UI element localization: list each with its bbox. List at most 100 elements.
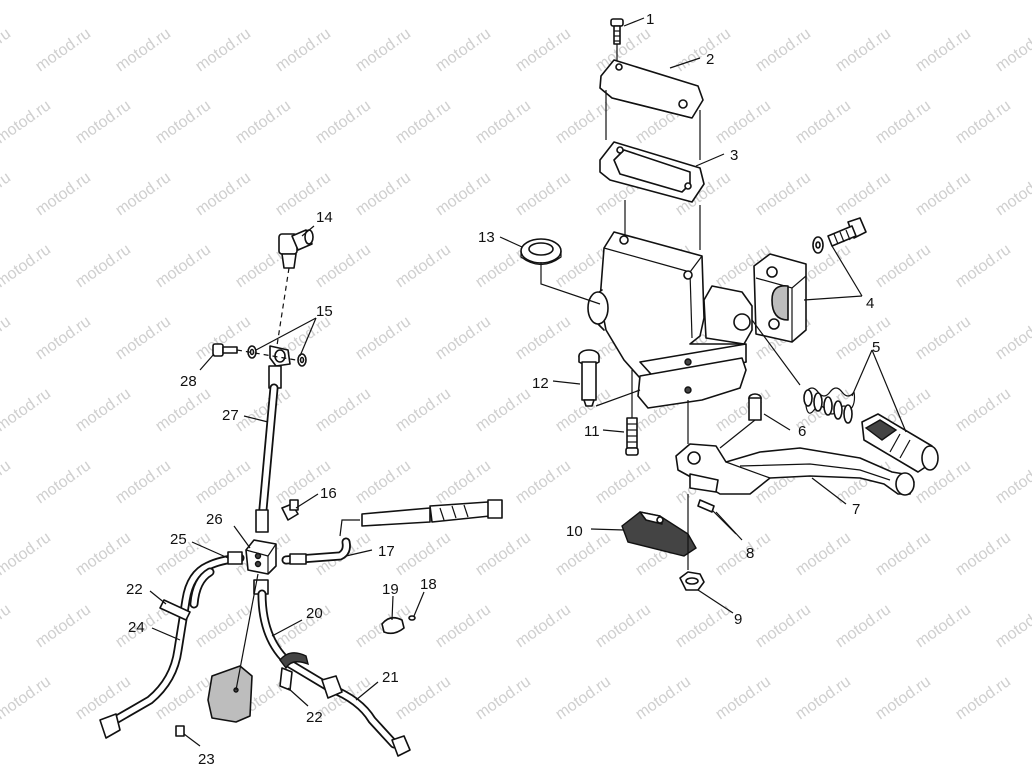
watermark-text: motod.ru — [713, 529, 774, 579]
callout-21: 21 — [382, 669, 399, 686]
watermark-text: motod.ru — [353, 169, 414, 219]
watermark-text: motod.ru — [113, 457, 174, 507]
guide-line — [236, 349, 297, 361]
guide-line — [751, 319, 801, 386]
watermark-text: motod.ru — [0, 97, 54, 147]
callout-16: 16 — [320, 485, 337, 502]
watermark-text: motod.ru — [233, 97, 294, 147]
watermark-text: motod.ru — [0, 673, 54, 723]
guide-line — [235, 573, 259, 691]
callout-17: 17 — [378, 543, 395, 560]
watermark-text: motod.ru — [633, 673, 694, 723]
watermark-text: motod.ru — [953, 385, 1014, 435]
watermark-text: motod.ru — [33, 601, 94, 651]
watermark-text: motod.ru — [393, 673, 454, 723]
watermark-text: motod.ru — [873, 529, 934, 579]
watermark-text: motod.ru — [993, 313, 1032, 363]
callout-14: 14 — [316, 209, 333, 226]
watermark-text: motod.ru — [793, 0, 854, 3]
watermark-text: motod.ru — [873, 0, 934, 3]
watermark-text: motod.ru — [73, 241, 134, 291]
watermark-text: motod.ru — [913, 601, 974, 651]
watermark-text: motod.ru — [873, 241, 934, 291]
callout-28: 28 — [180, 373, 197, 390]
watermark-text: motod.ru — [793, 673, 854, 723]
watermark-text: motod.ru — [433, 25, 494, 75]
watermark-text: motod.ru — [153, 0, 214, 3]
watermark-text: motod.ru — [953, 97, 1014, 147]
watermark-text: motod.ru — [433, 601, 494, 651]
watermark-text: motod.ru — [433, 457, 494, 507]
callout-25: 25 — [170, 531, 187, 548]
part-26-junction-block — [245, 539, 277, 575]
watermark-text: motod.ru — [753, 601, 814, 651]
watermark-text: motod.ru — [673, 601, 734, 651]
watermark-text: motod.ru — [0, 169, 14, 219]
watermark-text: motod.ru — [113, 313, 174, 363]
watermark-text: motod.ru — [273, 25, 334, 75]
watermark-text: motod.ru — [33, 457, 94, 507]
watermark-text: motod.ru — [993, 601, 1032, 651]
part-15-washers — [247, 345, 307, 367]
part-4-clamp — [753, 253, 807, 343]
watermark-text: motod.ru — [873, 673, 934, 723]
callout-3: 3 — [730, 147, 738, 164]
part-16-fitting — [281, 499, 299, 521]
watermark-text: motod.ru — [433, 169, 494, 219]
callout-leaders — [149, 17, 907, 747]
part-12-pivot-bolt — [578, 349, 600, 407]
callout-18: 18 — [420, 576, 437, 593]
callout-7: 7 — [852, 501, 860, 518]
watermark-text: motod.ru — [193, 457, 254, 507]
watermark-text: motod.ru — [73, 529, 134, 579]
watermark-text: motod.ru — [233, 385, 294, 435]
watermark-text: motod.ru — [473, 0, 534, 3]
watermark-text: motod.ru — [553, 673, 614, 723]
watermark-text: motod.ru — [993, 457, 1032, 507]
part-23-bracket — [175, 665, 253, 737]
watermark-text: motod.ru — [513, 457, 574, 507]
watermark-text: motod.ru — [553, 0, 614, 3]
callout-1: 1 — [646, 11, 654, 28]
watermark-text: motod.ru — [993, 169, 1032, 219]
callout-8: 8 — [746, 545, 754, 562]
watermark-text: motod.ru — [553, 529, 614, 579]
watermark-text: motod.ru — [393, 241, 454, 291]
callout-22-left: 22 — [126, 581, 143, 598]
watermark-text: motod.ru — [73, 97, 134, 147]
callout-2: 2 — [706, 51, 714, 68]
watermark-text: motod.ru — [593, 601, 654, 651]
part-10-switch — [621, 511, 697, 557]
watermark-text: motod.ru — [33, 25, 94, 75]
watermark-text: motod.ru — [753, 25, 814, 75]
watermark-text: motod.ru — [193, 25, 254, 75]
callout-5: 5 — [872, 339, 880, 356]
callout-15: 15 — [316, 303, 333, 320]
part-17-hose — [281, 499, 503, 565]
watermark-text: motod.ru — [153, 241, 214, 291]
master-cylinder-body — [587, 231, 753, 409]
watermark-text: motod.ru — [0, 313, 14, 363]
part-14-tee-fitting — [278, 229, 314, 269]
watermark-text: motod.ru — [393, 97, 454, 147]
part-13-seal-ring — [520, 238, 562, 266]
watermark-text: motod.ru — [0, 601, 14, 651]
part-7-brake-lever — [675, 443, 915, 496]
watermark-text: motod.ru — [633, 0, 694, 3]
watermark-text: motod.ru — [513, 601, 574, 651]
watermark-text: motod.ru — [913, 25, 974, 75]
watermark-text: motod.ru — [673, 25, 734, 75]
callout-23: 23 — [198, 751, 215, 768]
watermark-text: motod.ru — [0, 25, 14, 75]
watermark-text: motod.ru — [833, 313, 894, 363]
watermark-text: motod.ru — [153, 97, 214, 147]
part-20-21-right-hose — [253, 579, 411, 757]
watermark-text: motod.ru — [713, 673, 774, 723]
watermark-text: motod.ru — [953, 241, 1014, 291]
watermark-text: motod.ru — [0, 385, 54, 435]
watermark-text: motod.ru — [73, 0, 134, 3]
part-1-screw — [610, 18, 624, 62]
watermark-text: motod.ru — [793, 529, 854, 579]
